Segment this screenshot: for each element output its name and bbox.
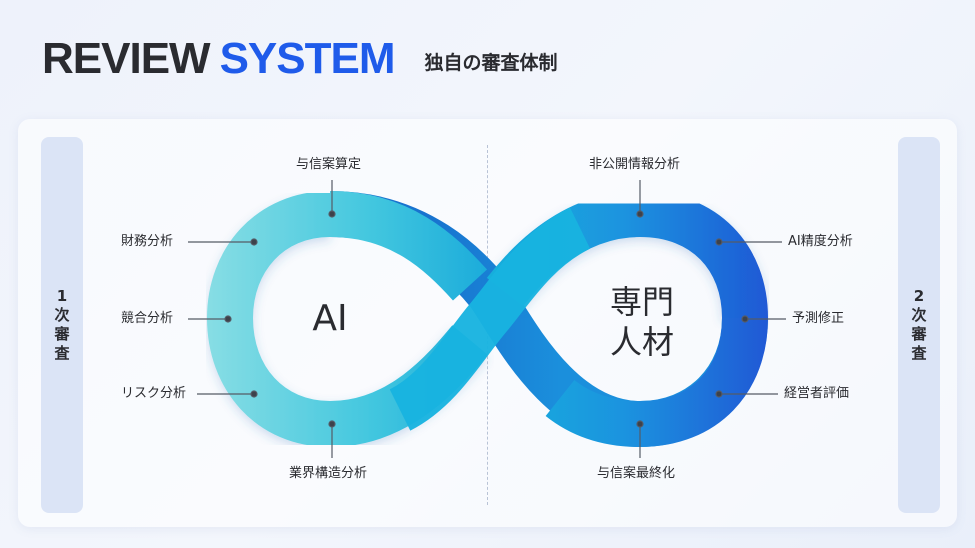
first-review-char-3: 査 <box>54 344 70 362</box>
second-review-char-2: 審 <box>911 325 927 343</box>
second-review-char-3: 査 <box>911 344 927 362</box>
left-connectors <box>188 180 336 458</box>
second-review-char-1: 次 <box>911 306 927 324</box>
first-review-number: 1 <box>56 287 68 305</box>
second-review-number: 2 <box>913 287 925 305</box>
title-system: SYSTEM <box>219 34 396 83</box>
label-right-top: 非公開情報分析 <box>589 157 681 172</box>
label-left-bottom: 業界構造分析 <box>289 466 368 481</box>
loop-left-top <box>329 191 488 301</box>
dot-left-middle <box>224 315 232 323</box>
first-review-char-1: 次 <box>54 306 70 324</box>
label-left-top: 与信案算定 <box>296 157 362 172</box>
label-right-bottom: 与信案最終化 <box>597 466 676 481</box>
expert-label-line-1: 専門 <box>609 283 674 321</box>
dot-left-top <box>328 210 336 218</box>
expert-label-line-2: 人材 <box>609 323 674 361</box>
label-right-upper: AI精度分析 <box>788 234 853 249</box>
dot-right-top <box>636 210 644 218</box>
dot-right-lower <box>715 390 723 398</box>
ai-center-label: AI <box>312 298 348 339</box>
loop-right-bottom <box>545 317 768 448</box>
second-review-label: 2 次 審 査 <box>898 137 940 513</box>
dot-left-upper <box>250 238 258 246</box>
dot-left-lower <box>250 390 258 398</box>
label-right-middle: 予測修正 <box>792 311 845 326</box>
loop-strand-over <box>388 207 591 431</box>
dot-left-bottom <box>328 420 336 428</box>
first-review-label: 1 次 審 査 <box>41 137 83 513</box>
dot-right-middle <box>741 315 749 323</box>
first-review-char-2: 審 <box>54 325 70 343</box>
expert-center-label: 専門 人材 <box>592 282 692 362</box>
label-left-lower: リスク分析 <box>121 386 187 401</box>
label-left-middle: 競合分析 <box>121 311 174 326</box>
label-left-upper: 財務分析 <box>121 234 174 249</box>
right-connectors <box>636 180 786 458</box>
page-subtitle: 独自の審査体制 <box>424 52 558 74</box>
dot-right-bottom <box>636 420 644 428</box>
label-right-lower: 経営者評価 <box>784 386 850 401</box>
dot-right-upper <box>715 238 723 246</box>
title-review: REVIEW <box>42 34 211 83</box>
